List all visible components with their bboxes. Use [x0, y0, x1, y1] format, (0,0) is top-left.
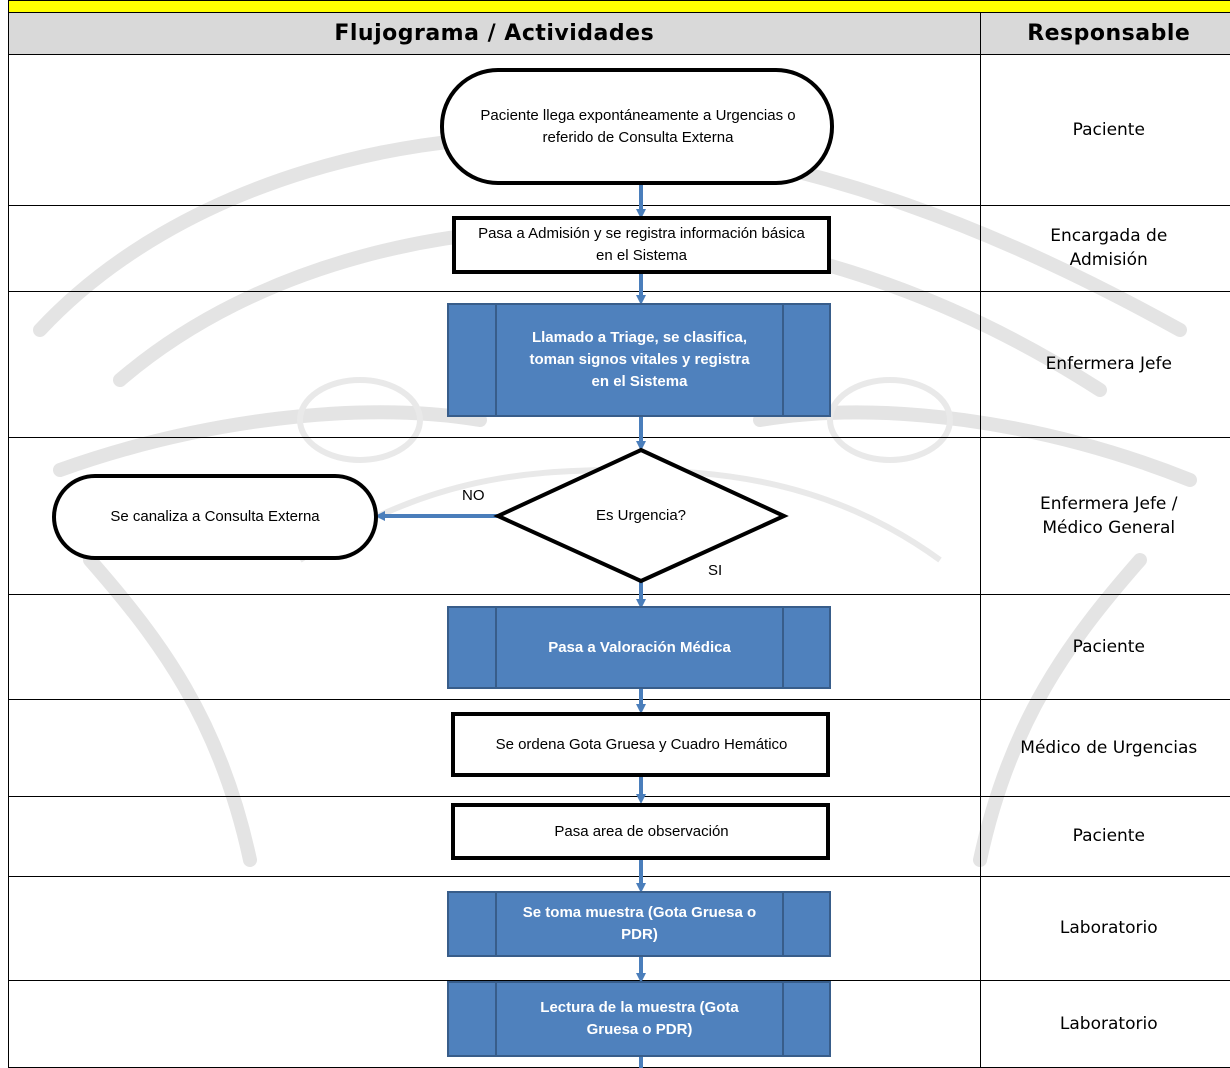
responsible-text: Paciente — [1072, 119, 1145, 140]
external-terminator-text: Se canaliza a Consulta Externa — [110, 508, 320, 526]
responsible-text: Paciente — [1072, 636, 1145, 657]
admission-process-text: Pasa a Admisión y se registra informació… — [478, 225, 805, 264]
responsible-cell: Enfermera Jefe — [979, 290, 1230, 439]
responsible-text: Encargada de — [1050, 225, 1168, 246]
responsible-text: Enfermera Jefe — [1045, 354, 1172, 375]
medical-process-text: Pasa a Valoración Médica — [548, 638, 731, 656]
decision-no-label: NO — [462, 487, 485, 504]
sample-process-text: Se toma muestra (Gota Gruesa o PDR) — [522, 904, 757, 943]
decision-yes-label: SI — [708, 562, 723, 579]
responsible-cell: Médico de Urgencias — [979, 698, 1230, 798]
responsible-cell: Paciente — [979, 54, 1230, 207]
header-row: Flujograma / Actividades Responsable — [8, 12, 1230, 56]
observation-process-text: Pasa area de observación — [554, 822, 729, 840]
header-activities: Flujograma / Actividades — [8, 12, 981, 56]
reading-process-text: Lectura de la muestra (Gota Gruesa o PDR… — [540, 999, 739, 1038]
title-bar-row — [8, 0, 1230, 14]
responsible-text: Laboratorio — [1059, 918, 1158, 939]
title-bar — [8, 0, 1230, 14]
activity-cell — [8, 980, 981, 1068]
activity-cell — [8, 290, 981, 439]
activity-cell — [8, 594, 981, 700]
responsible-text: Paciente — [1072, 826, 1145, 847]
responsible-cell: Laboratorio — [979, 875, 1230, 982]
responsible-cell: Enfermera Jefe / Médico General — [979, 437, 1230, 596]
responsible-text: Laboratorio — [1059, 1013, 1158, 1034]
start-terminator-text: Paciente llega expontáneamente a Urgenci… — [480, 106, 796, 146]
responsible-text: Médico General — [1042, 518, 1176, 539]
header-responsible: Responsable — [979, 12, 1230, 56]
activity-cell — [8, 875, 981, 982]
responsible-text: Médico de Urgencias — [1020, 737, 1198, 758]
responsible-cell: Paciente — [979, 796, 1230, 877]
responsible-text: Admisión — [1069, 250, 1148, 271]
triage-process-text: Llamado a Triage, se clasifica, toman si… — [529, 329, 750, 390]
responsible-cell: Laboratorio — [979, 980, 1230, 1068]
responsible-text: Enfermera Jefe / — [1040, 493, 1178, 514]
decision-text: Es Urgencia? — [595, 507, 687, 525]
order-process-text: Se ordena Gota Gruesa y Cuadro Hemático — [495, 735, 788, 753]
responsible-cell: Encargada de Admisión — [979, 205, 1230, 292]
responsible-cell: Paciente — [979, 594, 1230, 700]
